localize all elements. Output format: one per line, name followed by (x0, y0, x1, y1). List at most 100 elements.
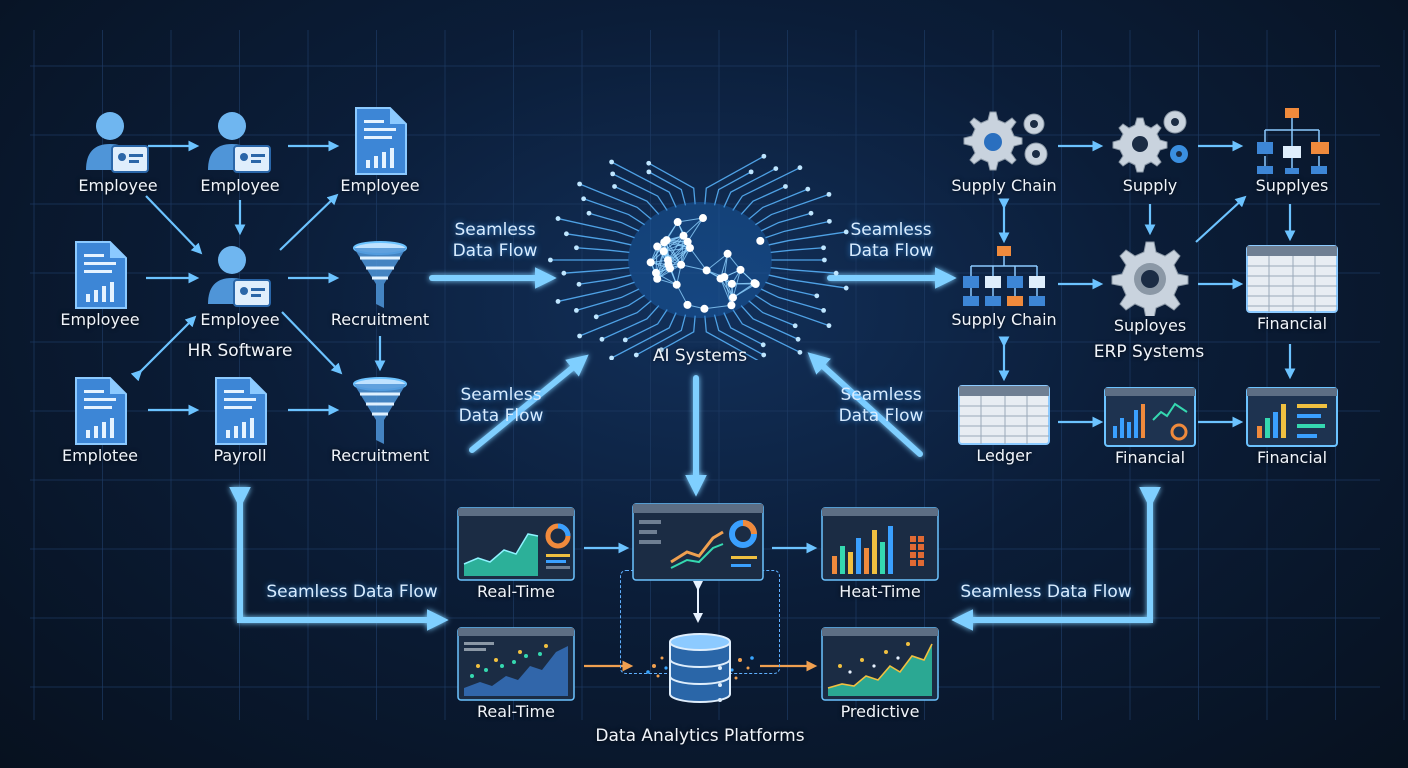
hr-node-employee-5: Employee (180, 240, 300, 330)
neural-link (723, 276, 732, 306)
neural-link (732, 269, 741, 298)
circuit-trace (611, 161, 677, 208)
erp-node-supply-chain-2: Supply Chain (944, 244, 1064, 330)
circuit-trace (713, 171, 752, 206)
circuit-trace (648, 162, 696, 205)
data-analytics-platforms-label: Data Analytics Platforms (595, 726, 805, 746)
circuit-node (821, 245, 826, 251)
neuron-node (659, 247, 668, 256)
neural-link (666, 239, 682, 266)
flow-label-line: Seamless (454, 220, 536, 240)
circuit-trace (557, 281, 635, 303)
hr-node-employee-2: Employee (180, 106, 300, 196)
neuron-node (683, 237, 692, 246)
circuit-trace (576, 247, 630, 254)
neural-link (706, 253, 728, 271)
flow-label-mid-left: Seamless Data Flow (446, 385, 556, 427)
main-flows (229, 267, 1161, 631)
neural-link (680, 235, 685, 265)
circuit-node (760, 342, 766, 348)
neuron-node (729, 293, 738, 302)
node-label: Recruitment (330, 446, 430, 465)
scatter-chart-dashboard-icon (457, 627, 575, 701)
circuit-trace (648, 171, 687, 206)
flow-label-mid-right: Seamless Data Flow (826, 385, 936, 427)
neuron-node (723, 249, 732, 258)
employee-id-icon (86, 112, 149, 173)
circuit-trace (748, 188, 809, 220)
circuit-node (576, 281, 582, 287)
circuit-node (761, 153, 767, 159)
hr-node-emplotee: Emplotee (40, 376, 160, 466)
circuit-trace (713, 314, 765, 356)
neuron-node (751, 280, 760, 289)
neuron-node (646, 258, 655, 267)
circuit-node (561, 270, 567, 276)
circuit-trace (770, 247, 824, 254)
circuit-trace (740, 185, 786, 215)
neuron-node (702, 266, 711, 275)
circuit-node (773, 166, 779, 172)
node-label: Emplotee (61, 446, 139, 465)
circuit-node (826, 323, 832, 329)
gears-icon (963, 111, 1048, 171)
erp-node-supplyes: Supplyes (1232, 106, 1352, 196)
node-label: Employee (340, 176, 420, 195)
neuron-node (653, 274, 662, 283)
document-chart-icon (75, 377, 127, 445)
document-chart-icon (355, 107, 407, 175)
hr-node-payroll: Payroll (180, 376, 300, 466)
circuit-trace (732, 309, 801, 353)
erp-node-supply-chain-1: Supply Chain (944, 106, 1064, 196)
circuit-node (599, 336, 605, 342)
erp-node-financial-1: Financial (1232, 244, 1352, 334)
neuron-node (685, 243, 694, 252)
circuit-trace (748, 300, 796, 327)
circuit-trace (588, 212, 640, 232)
gear-icon (1111, 241, 1189, 316)
circuit-node (783, 184, 788, 189)
circuit-trace (596, 294, 646, 318)
circuit-node (612, 184, 617, 189)
circuit-node (797, 165, 803, 171)
circuit-trace (601, 305, 660, 340)
neuron-node (662, 236, 671, 245)
employee-id-icon (208, 246, 271, 307)
circuit-trace (563, 266, 630, 274)
node-label: Employee (78, 176, 158, 195)
node-label: Employee (60, 310, 140, 329)
neuron-node (673, 218, 682, 227)
gears-icon (1112, 110, 1188, 173)
circuit-trace (611, 312, 677, 359)
employee-id-icon (208, 112, 271, 173)
analytics-node-heat-time: Heat-Time (818, 506, 942, 602)
analytics-node-predictive: Predictive (818, 626, 942, 722)
hr-software-label: HR Software (187, 341, 293, 361)
circuit-trace (576, 288, 640, 312)
flow-label-line: Seamless (850, 220, 932, 240)
circuit-trace (614, 185, 660, 215)
neuron-node (756, 236, 765, 245)
flow-label-line: Seamless (460, 385, 542, 405)
node-label: Supply Chain (951, 310, 1057, 329)
node-label: Financial (1256, 314, 1328, 333)
dashboard-icon (1104, 387, 1196, 447)
circuit-node (564, 231, 569, 237)
circuit-trace (704, 315, 759, 360)
neuron-node (716, 274, 725, 283)
flow-label-line: Seamless (840, 385, 922, 405)
predictive-chart-icon (821, 627, 939, 701)
circuit-node (610, 171, 616, 177)
analytics-node-real-time-2: Real-Time (454, 626, 578, 722)
circuit-node (577, 181, 583, 187)
circuit-trace (760, 212, 812, 232)
hr-node-employee-1: Employee (58, 106, 178, 196)
erp-node-suployes: Suployes (1090, 240, 1210, 336)
node-label: Payroll (213, 446, 267, 465)
flow-label-line: Data Flow (848, 241, 934, 261)
node-label: Supplyes (1255, 176, 1329, 195)
flow-label-bottom-left: Seamless Data Flow (266, 582, 438, 602)
circuit-node (748, 169, 754, 175)
circuit-trace (579, 183, 652, 220)
